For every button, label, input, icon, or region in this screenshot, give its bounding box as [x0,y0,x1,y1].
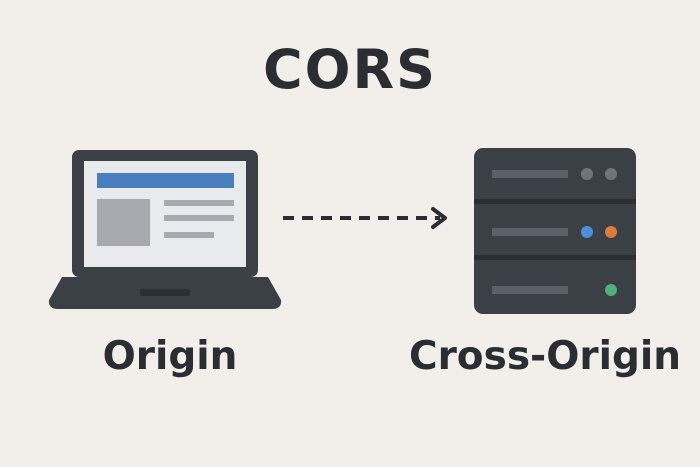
server-slot-bar [492,170,568,178]
screen-text-line [164,232,214,238]
status-led-gray [605,168,617,180]
server-slot-bar [492,228,568,236]
server-slot-bar [492,286,568,294]
server-divider [474,199,636,204]
screen-image-block [97,199,150,246]
status-led-gray [581,168,593,180]
origin-label: Origin [102,334,238,379]
status-led-green [605,284,617,296]
screen-text-line [164,200,234,206]
diagram-title: CORS [262,38,437,101]
status-led-blue [581,226,593,238]
screen-text-line [164,215,234,221]
server-icon [474,148,636,314]
laptop-trackpad-notch [140,289,190,296]
server-divider [474,255,636,260]
arrow-head [431,207,447,229]
screen-header-bar [97,173,234,188]
laptop-icon [48,150,282,309]
request-arrow [283,207,447,229]
cross-origin-label: Cross-Origin [408,334,682,379]
status-led-orange [605,226,617,238]
